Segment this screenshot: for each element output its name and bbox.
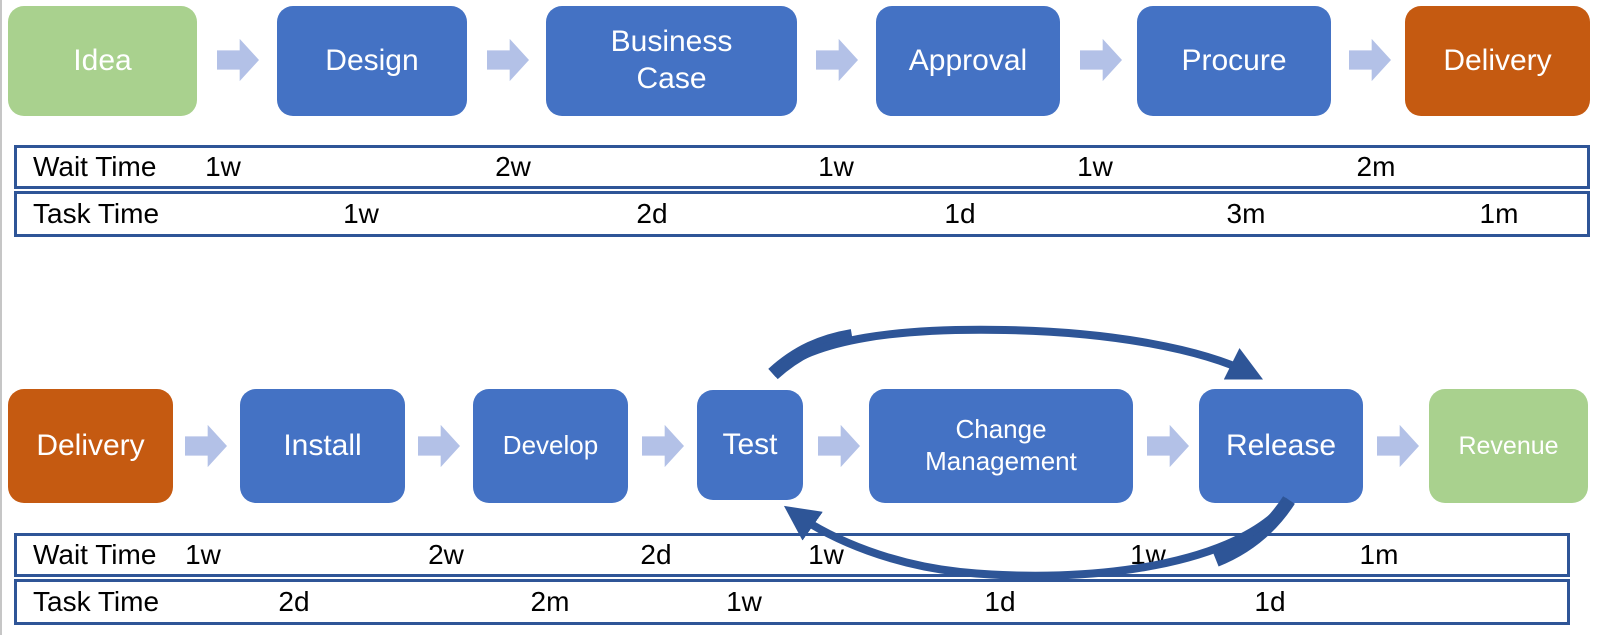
flow-arrow-icon <box>1080 38 1122 82</box>
stage-label: Install <box>283 428 362 462</box>
stage-box-approval: Approval <box>876 6 1060 116</box>
wait-time-label: Wait Time <box>33 539 157 570</box>
wait-time-value: 1w <box>808 539 844 570</box>
stage-box-develop: Develop <box>473 389 628 503</box>
loop-top-arc-taper <box>768 329 854 380</box>
flow-arrow-icon <box>1147 424 1189 468</box>
stage-box-delivery-2: Delivery <box>8 389 173 503</box>
wait-time-value: 2m <box>1356 151 1396 182</box>
stage-label: Procure <box>1181 43 1287 77</box>
stage-box-business-case: Business Case <box>546 6 797 116</box>
task-time-row-top: Task Time 1w 2d 1d 3m 1m <box>14 191 1590 237</box>
flow-arrow-icon <box>418 424 460 468</box>
stage-box-design: Design <box>277 6 467 116</box>
task-time-value: 1w <box>726 586 762 617</box>
flow-arrow-icon <box>1349 38 1391 82</box>
wait-time-value: 1w <box>185 539 221 570</box>
task-time-value: 2d <box>636 198 668 229</box>
stage-box-release: Release <box>1199 389 1363 503</box>
wait-time-row-top: Wait Time 1w 2w 1w 1w 2m <box>14 145 1590 189</box>
task-time-value: 1d <box>984 586 1016 617</box>
stage-label: Change Management <box>925 414 1077 476</box>
stage-label: Develop <box>502 430 599 461</box>
loop-top-arc <box>770 325 1264 380</box>
flow-arrow-icon <box>818 424 860 468</box>
wait-time-value: 1w <box>818 151 854 182</box>
flow-arrow-icon <box>1377 424 1419 468</box>
stage-box-revenue: Revenue <box>1429 389 1588 503</box>
task-time-value: 1d <box>1254 586 1286 617</box>
task-time-value: 3m <box>1226 198 1266 229</box>
stage-label: Approval <box>908 43 1028 77</box>
stage-label: Test <box>722 427 778 461</box>
stage-label: Idea <box>73 43 132 77</box>
task-time-label: Task Time <box>33 586 160 617</box>
stage-label: Design <box>325 43 419 77</box>
task-time-value: 2m <box>530 586 570 617</box>
wait-time-value: 1w <box>1077 151 1113 182</box>
stage-box-test: Test <box>697 390 803 500</box>
flow-arrow-icon <box>217 38 259 82</box>
stage-box-procure: Procure <box>1137 6 1331 116</box>
task-time-label: Task Time <box>33 198 160 229</box>
stage-box-delivery: Delivery <box>1405 6 1590 116</box>
task-time-value: 1m <box>1479 198 1519 229</box>
slide-edge-line <box>0 0 2 635</box>
stage-box-install: Install <box>240 389 405 503</box>
stage-box-change-management: Change Management <box>869 389 1133 503</box>
task-time-row-bottom: Task Time 2d 2m 1w 1d 1d <box>14 579 1570 625</box>
task-time-value: 1w <box>343 198 379 229</box>
stage-label: Delivery <box>1443 43 1552 77</box>
wait-time-label: Wait Time <box>33 151 157 182</box>
flow-arrow-icon <box>185 424 227 468</box>
flow-arrow-icon <box>816 38 858 82</box>
wait-time-value: 2d <box>640 539 672 570</box>
wait-time-value: 1w <box>1130 539 1166 570</box>
task-time-value: 2d <box>278 586 310 617</box>
flow-arrow-icon <box>487 38 529 82</box>
flow-arrow-icon <box>642 424 684 468</box>
wait-time-value: 1w <box>205 151 241 182</box>
stage-label: Delivery <box>36 428 145 462</box>
wait-time-row-bottom: Wait Time 1w 2w 2d 1w 1w 1m <box>14 533 1570 577</box>
stage-label: Revenue <box>1458 431 1559 460</box>
stage-label: Release <box>1225 428 1337 462</box>
stage-box-idea: Idea <box>8 6 197 116</box>
task-time-value: 1d <box>944 198 976 229</box>
wait-time-value: 2w <box>495 151 531 182</box>
wait-time-value: 1m <box>1359 539 1399 570</box>
stage-label: Business Case <box>610 25 733 95</box>
wait-time-value: 2w <box>428 539 464 570</box>
